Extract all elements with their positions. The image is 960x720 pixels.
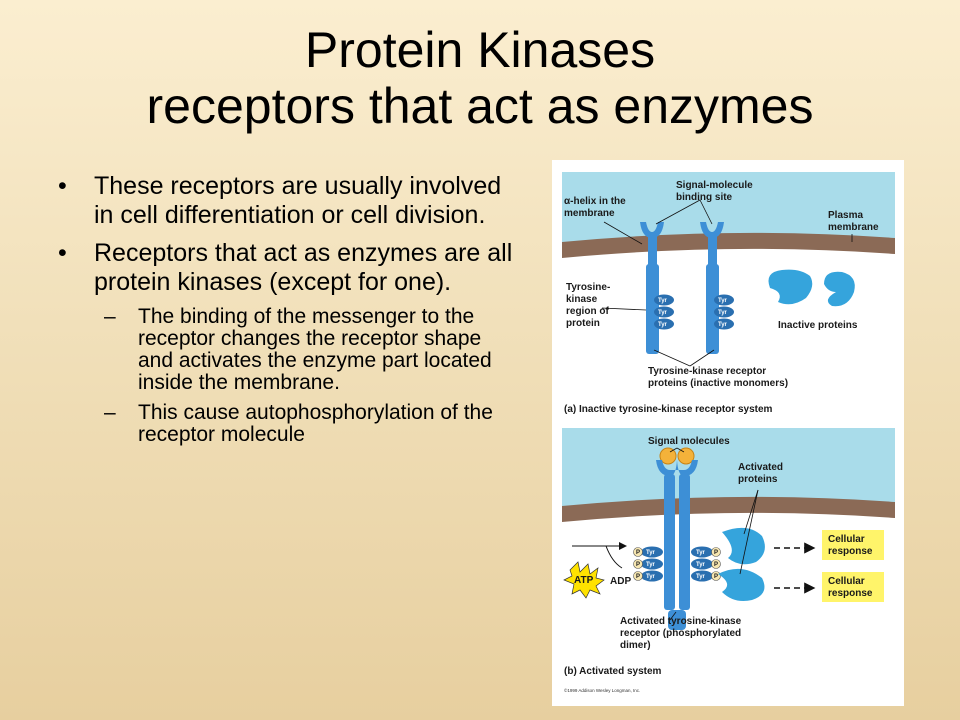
signal-molecule [677,447,695,465]
copyright-text: ©1999 Addison Wesley Longman, Inc. [564,687,640,693]
sub-bullet-text: This cause autophosphorylation of the re… [138,401,493,446]
binding-site-label: Signal-molecule [676,180,753,191]
tyr-label: Tyr [718,322,728,328]
bullet-item: • Receptors that act as enzymes are all … [58,239,520,297]
panel-a: Tyr Tyr Tyr Tyr Tyr Tyr α-helix in the [562,172,895,415]
tyr-label: Tyr [718,298,728,304]
inactive-proteins-label: Inactive proteins [778,320,858,331]
alpha-helix-label: α-helix in the [564,196,626,207]
phosphate-icon [711,571,721,581]
response-label: response [828,546,873,557]
tk-region-label: Tyrosine- [566,282,610,293]
receptor-proteins-label: Tyrosine-kinase receptor [648,366,766,377]
bullet-text: These receptors are usually involved in … [94,172,502,229]
receptor-dimer: Tyr Tyr Tyr Tyr Tyr Tyr P P P P P P [633,460,721,630]
tyr-label: Tyr [646,562,656,568]
phosphate-label: P [636,574,640,580]
dash-icon: – [104,401,116,424]
plasma-membrane-label: Plasma [828,210,863,221]
phosphate-icon [633,571,643,581]
panel-b-caption: (b) Activated system [564,666,662,677]
phosphate-icon [633,559,643,569]
inactive-protein [768,269,813,305]
diagram-canvas: Tyr Tyr Tyr Tyr Tyr Tyr α-helix in the [562,172,895,693]
tyr-label: Tyr [696,574,706,580]
activated-protein [722,527,765,565]
sub-bullet-text: The binding of the messenger to the rece… [138,305,492,394]
tyr-label: Tyr [696,550,706,556]
phosphate-label: P [714,550,718,556]
bullet-item: • These receptors are usually involved i… [58,172,520,230]
tyr-label: Tyr [658,310,668,316]
slide-title: Protein Kinases receptors that act as en… [0,22,960,134]
receptor-monomer-left: Tyr Tyr Tyr [640,222,674,354]
signal-molecules-label: Signal molecules [648,436,730,447]
tyr-label: Tyr [658,322,668,328]
response-label: Cellular [828,534,865,545]
activated-receptor-label: dimer) [620,640,651,651]
activated-receptor-label: Activated tyrosine-kinase [620,616,742,627]
panel-b: Tyr Tyr Tyr Tyr Tyr Tyr P P P P P P [562,428,895,693]
adp-label: ADP [610,576,631,587]
tyr-label: Tyr [646,550,656,556]
tyr-label: Tyr [696,562,706,568]
activated-protein [718,568,765,601]
plasma-membrane-label: membrane [828,222,879,233]
plasma-membrane [562,496,895,522]
tyr-label: Tyr [658,298,668,304]
receptor-monomer-right: Tyr Tyr Tyr [700,222,734,354]
alpha-helix-label: membrane [564,208,615,219]
bullet-dot-icon: • [58,239,67,267]
tk-region-label: kinase [566,294,598,305]
phosphate-label: P [714,562,718,568]
sub-bullet-item: – The binding of the messenger to the re… [58,306,520,394]
atp-burst-icon [563,561,605,599]
activated-proteins-label: proteins [738,474,778,485]
adp-curve-icon [605,545,623,569]
response-label: response [828,588,873,599]
binding-site-label: binding site [676,192,733,203]
sub-bullet-item: – This cause autophosphorylation of the … [58,402,520,446]
tk-region-label: region of [566,306,609,317]
plasma-membrane [562,232,895,258]
cellular-response-box [822,572,884,602]
panel-a-caption: (a) Inactive tyrosine-kinase receptor sy… [564,404,773,415]
bullet-dot-icon: • [58,172,67,200]
signal-molecule [659,447,677,465]
receptor-diagram: Tyr Tyr Tyr Tyr Tyr Tyr α-helix in the [552,160,904,706]
tk-region-label: protein [566,318,600,329]
atp-label: ATP [574,575,594,586]
inactive-protein [824,271,855,307]
tyr-label: Tyr [718,310,728,316]
dash-icon: – [104,305,116,328]
phosphate-label: P [636,562,640,568]
activated-proteins-label: Activated [738,462,783,473]
response-label: Cellular [828,576,865,587]
phosphate-icon [711,559,721,569]
phosphate-label: P [714,574,718,580]
title-line-2: receptors that act as enzymes [146,78,814,134]
phosphate-label: P [636,550,640,556]
bullet-text: Receptors that act as enzymes are all pr… [94,239,513,296]
activated-receptor-label: receptor (phosphorylated [620,628,741,639]
receptor-proteins-label: proteins (inactive monomers) [648,378,788,389]
bullet-list: • These receptors are usually involved i… [58,172,520,454]
tyr-label: Tyr [646,574,656,580]
phosphate-icon [711,547,721,557]
cellular-response-box [822,530,884,560]
title-line-1: Protein Kinases [304,22,656,78]
phosphate-icon [633,547,643,557]
